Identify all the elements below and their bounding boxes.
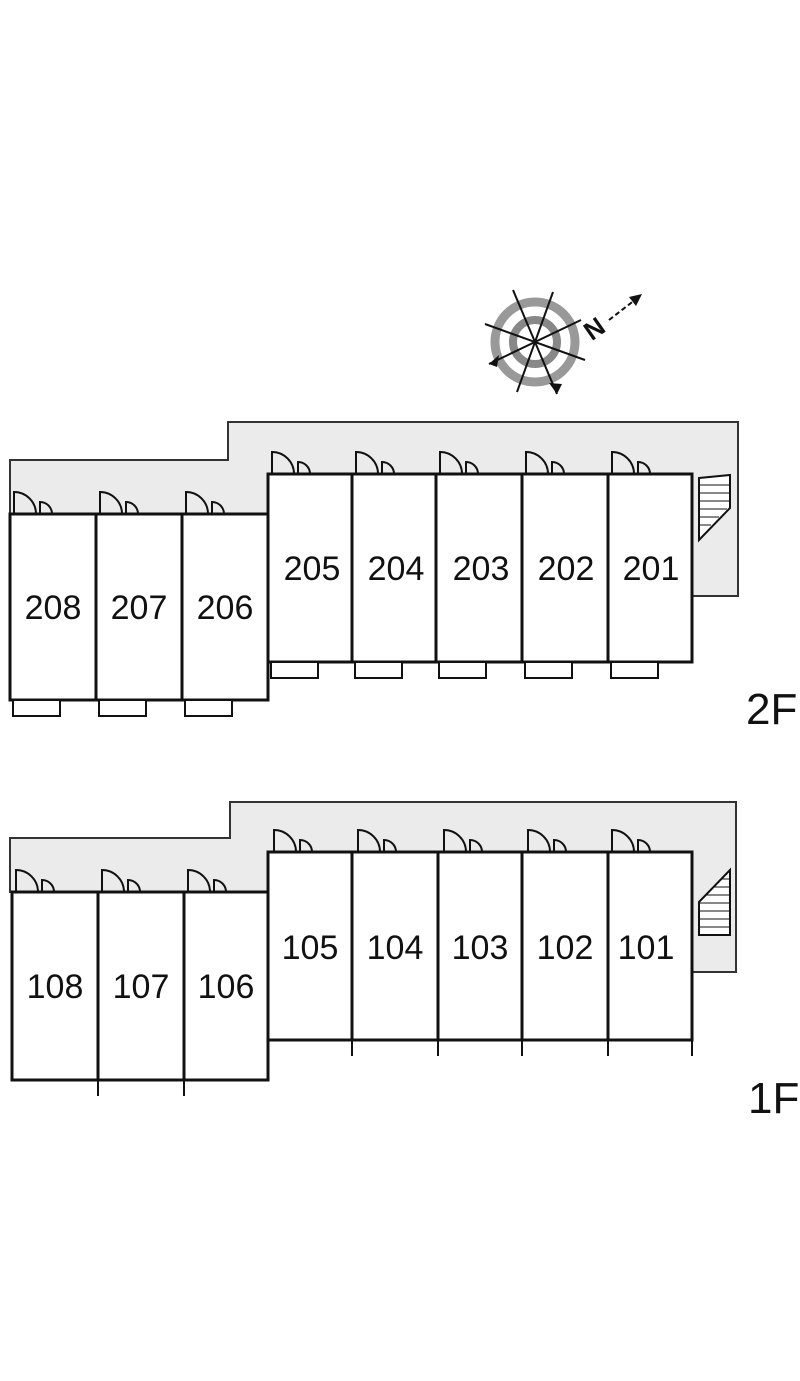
unit-number: 208 <box>25 589 82 627</box>
door-icon <box>297 460 311 475</box>
door-icon <box>299 838 313 853</box>
unit-room: 101 <box>606 828 694 1042</box>
unit-number: 107 <box>113 968 170 1006</box>
door-icon <box>551 460 565 475</box>
door-icon <box>187 868 211 893</box>
balcony <box>354 661 403 679</box>
door-icon <box>469 838 483 853</box>
door-icon <box>99 490 123 515</box>
unit-room: 103 <box>436 828 524 1042</box>
unit-number: 108 <box>27 968 84 1006</box>
unit-number: 104 <box>367 929 424 967</box>
unit-number: 102 <box>537 929 594 967</box>
door-icon <box>527 828 551 853</box>
unit-number: 106 <box>198 968 255 1006</box>
unit-number: 206 <box>197 589 254 627</box>
unit-number: 201 <box>623 550 680 588</box>
door-icon <box>273 828 297 853</box>
door-icon <box>611 828 635 853</box>
unit-room: 207 <box>94 490 184 717</box>
balcony <box>98 699 147 717</box>
unit-room: 104 <box>350 828 440 1042</box>
staircase-icon <box>698 867 731 936</box>
partition-ticks <box>97 1040 693 1096</box>
unit-room: 205 <box>266 450 354 679</box>
unit-room: 206 <box>180 490 270 717</box>
unit-room: 208 <box>8 490 98 717</box>
door-icon <box>553 838 567 853</box>
unit-number: 203 <box>453 550 510 588</box>
balcony <box>184 699 233 717</box>
unit-number: 202 <box>538 550 595 588</box>
door-icon <box>381 460 395 475</box>
compass-north-letter: N <box>578 311 611 346</box>
door-icon <box>439 450 463 475</box>
unit-number: 207 <box>111 589 168 627</box>
balcony <box>270 661 319 679</box>
floor-label: 2F <box>746 685 797 734</box>
door-icon <box>525 450 549 475</box>
unit-room: 106 <box>182 868 270 1082</box>
unit-room: 203 <box>434 450 524 679</box>
door-icon <box>443 828 467 853</box>
unit-number: 103 <box>452 929 509 967</box>
unit-room: 202 <box>520 450 610 679</box>
balcony <box>12 699 61 717</box>
floor-2f: 208 207 206 205 204 <box>8 421 797 734</box>
door-icon <box>185 490 209 515</box>
door-icon <box>383 838 397 853</box>
balcony <box>610 661 659 679</box>
door-icon <box>611 450 635 475</box>
door-icon <box>15 868 39 893</box>
door-icon <box>465 460 479 475</box>
unit-room: 201 <box>606 450 694 679</box>
unit-number: 105 <box>282 929 339 967</box>
unit-room: 107 <box>96 868 186 1082</box>
door-icon <box>127 878 141 893</box>
door-icon <box>637 838 651 853</box>
door-icon <box>355 450 379 475</box>
door-icon <box>101 868 125 893</box>
unit-room: 204 <box>350 450 438 679</box>
door-icon <box>13 490 37 515</box>
door-icon <box>213 878 227 893</box>
door-icon <box>357 828 381 853</box>
unit-room: 108 <box>10 868 100 1082</box>
unit-number: 204 <box>368 550 425 588</box>
unit-number: 101 <box>618 929 675 967</box>
door-icon <box>211 500 225 515</box>
balcony <box>524 661 573 679</box>
unit-room: 102 <box>520 828 610 1042</box>
door-icon <box>41 878 55 893</box>
floor-label: 1F <box>748 1074 799 1123</box>
unit-number: 205 <box>284 550 341 588</box>
door-icon <box>39 500 53 515</box>
door-icon <box>637 460 651 475</box>
floor-1f: 108 107 106 105 104 <box>9 801 799 1123</box>
door-icon <box>125 500 139 515</box>
balcony <box>438 661 487 679</box>
door-icon <box>271 450 295 475</box>
compass-rose-icon: N <box>484 289 642 395</box>
staircase-icon <box>698 473 731 543</box>
unit-room: 105 <box>266 828 354 1042</box>
